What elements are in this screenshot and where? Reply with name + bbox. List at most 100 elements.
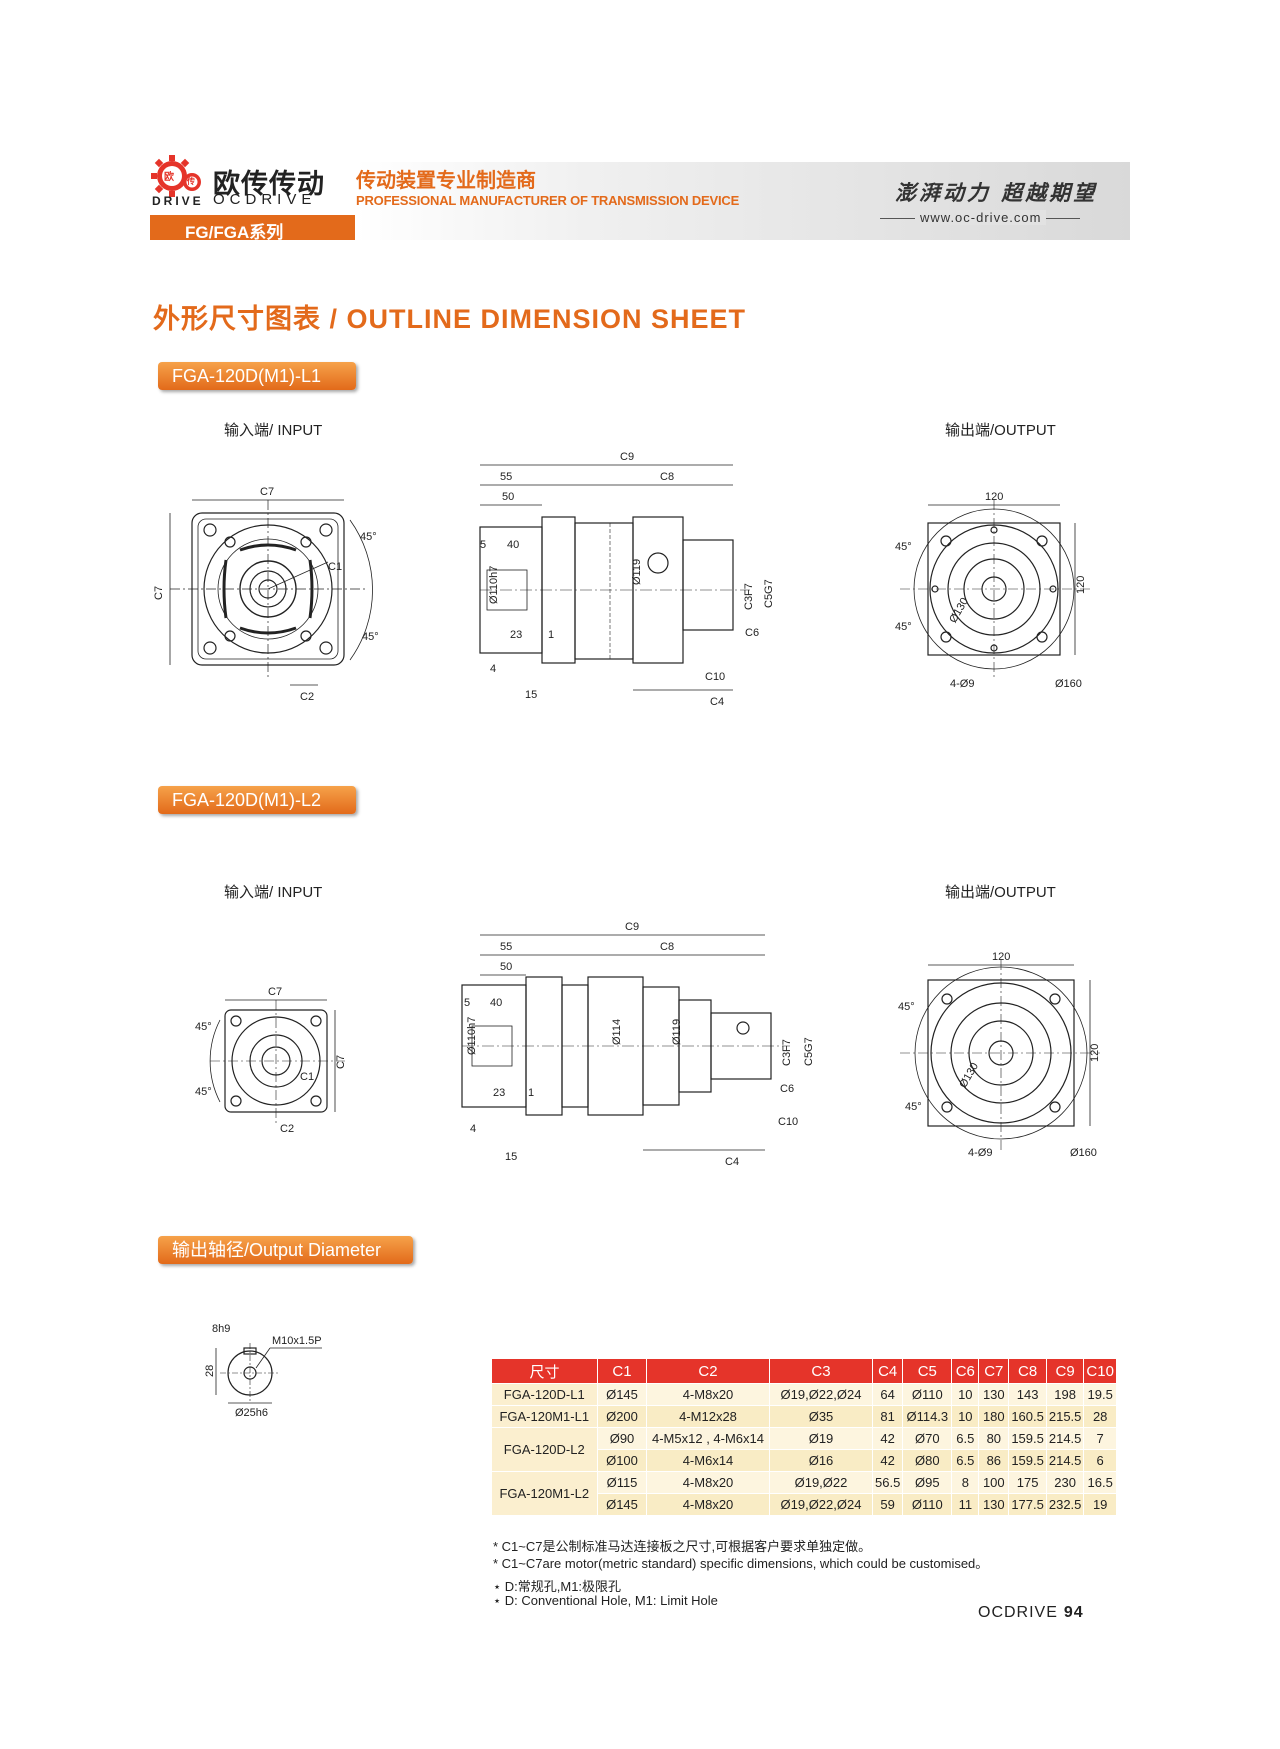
cell: Ø200 [597, 1405, 647, 1428]
cell: Ø90 [597, 1427, 647, 1450]
header-cell: C2 [646, 1358, 770, 1384]
website[interactable]: www.oc-drive.com [915, 210, 1047, 225]
cell: 143 [1008, 1383, 1047, 1406]
l2-output-dims: 120 120 45° 45° Ø130 4-Ø9 Ø160 [898, 951, 1101, 1159]
cell: 16.5 [1083, 1471, 1117, 1494]
l1-drawings: C7 C7 C2 C1 45° 45° C9 55 C8 50 5 40 23 … [153, 451, 1090, 708]
logo-char-1: 欧 [164, 172, 174, 183]
svg-text:C9: C9 [620, 451, 634, 463]
cell: 232.5 [1046, 1493, 1085, 1516]
cell: Ø110 [902, 1383, 953, 1406]
tagline-cn: 传动装置专业制造商 [356, 170, 536, 192]
header-cell: C9 [1045, 1358, 1085, 1384]
cell: Ø145 [597, 1493, 647, 1516]
slogan: 澎湃动力 超越期望 [895, 180, 1098, 205]
svg-text:28: 28 [204, 1365, 216, 1377]
cell: 177.5 [1008, 1493, 1047, 1516]
svg-text:C7: C7 [335, 1055, 347, 1069]
header-cell: C7 [978, 1358, 1010, 1384]
model-cell: FGA-120M1-L2 [491, 1471, 598, 1516]
cell: 7 [1083, 1427, 1117, 1450]
svg-text:C4: C4 [710, 696, 724, 708]
cell: 56.5 [872, 1471, 904, 1494]
cell: Ø110 [902, 1493, 953, 1516]
cell: 4-M6x14 [646, 1449, 770, 1472]
section-l2-label: FGA-120D(M1)-L2 [158, 786, 356, 814]
svg-text:45°: 45° [895, 541, 912, 553]
svg-text:Ø110h7: Ø110h7 [488, 566, 500, 604]
cell: 10 [951, 1405, 980, 1428]
svg-text:Ø160: Ø160 [1070, 1147, 1097, 1159]
svg-text:C10: C10 [705, 671, 725, 683]
cell: 81 [872, 1405, 904, 1428]
svg-text:23: 23 [493, 1087, 505, 1099]
svg-text:5: 5 [480, 539, 486, 551]
cell: 8 [951, 1471, 980, 1494]
cell: Ø35 [769, 1405, 873, 1428]
cell: 6 [1083, 1449, 1117, 1472]
cell: Ø80 [902, 1449, 953, 1472]
svg-text:120: 120 [1075, 576, 1087, 594]
svg-text:40: 40 [507, 539, 519, 551]
page-title: 外形尺寸图表 / OUTLINE DIMENSION SHEET [153, 304, 747, 334]
cell: 230 [1046, 1471, 1085, 1494]
cell: 42 [872, 1449, 904, 1472]
svg-text:45°: 45° [905, 1101, 922, 1113]
tagline-en: PROFESSIONAL MANUFACTURER OF TRANSMISSIO… [356, 193, 740, 208]
svg-text:Ø119: Ø119 [671, 1019, 683, 1045]
cell: 42 [872, 1427, 904, 1450]
svg-text:120: 120 [992, 951, 1010, 963]
model-cell: FGA-120M1-L1 [491, 1405, 598, 1428]
note-3: ⋆ D:常规孔,M1:极限孔 [493, 1579, 622, 1594]
svg-text:1: 1 [548, 629, 554, 641]
l2-side-view [461, 934, 790, 1151]
header-cell: C1 [597, 1358, 647, 1384]
cell: Ø115 [597, 1471, 647, 1494]
cell: Ø16 [769, 1449, 873, 1472]
cell: 86 [978, 1449, 1010, 1472]
svg-text:55: 55 [500, 471, 512, 483]
svg-text:Ø130: Ø130 [947, 596, 971, 625]
svg-text:8h9: 8h9 [212, 1323, 230, 1335]
svg-text:4-Ø9: 4-Ø9 [950, 678, 974, 690]
svg-text:23: 23 [510, 629, 522, 641]
l2-input-label: 输入端/ INPUT [224, 884, 323, 901]
l1-output-label: 输出端/OUTPUT [945, 422, 1056, 439]
cell: 130 [978, 1493, 1010, 1516]
svg-text:C3F7: C3F7 [781, 1039, 793, 1066]
svg-text:C10: C10 [778, 1116, 798, 1128]
svg-text:45°: 45° [898, 1001, 915, 1013]
svg-text:45°: 45° [360, 531, 377, 543]
page-number: 94 [1063, 1604, 1084, 1621]
l2-drawings: C7 C7 C2 C1 45° 45° C9 55 C8 50 5 40 23 … [195, 921, 1101, 1168]
l1-side-view [479, 464, 750, 691]
series-bar [150, 215, 355, 240]
l1-output-face [900, 500, 1090, 680]
spec-table: 尺寸 C1 C2 C3 C4 C5 C6 C7 C8 C9 C10 FGA-12… [491, 1358, 1117, 1516]
l1-input-face [169, 499, 373, 686]
cell: Ø19,Ø22,Ø24 [769, 1383, 873, 1406]
svg-text:C2: C2 [300, 691, 314, 703]
cell: 4-M8x20 [646, 1383, 770, 1406]
svg-text:1: 1 [528, 1087, 534, 1099]
svg-text:Ø110h7: Ø110h7 [466, 1017, 478, 1055]
header-cell: C10 [1083, 1358, 1117, 1384]
cell: Ø145 [597, 1383, 647, 1406]
header-cell: C4 [871, 1358, 904, 1384]
cell: 80 [978, 1427, 1010, 1450]
l1-input-dims: C7 C7 C2 C1 45° 45° [153, 486, 379, 703]
l2-output-face [900, 960, 1100, 1150]
header-band [355, 162, 1130, 240]
svg-text:C5G7: C5G7 [763, 579, 775, 608]
brand-name-en-left: DRIVE [152, 194, 204, 208]
header-cell: C3 [769, 1358, 873, 1384]
svg-text:C7: C7 [260, 486, 274, 498]
svg-text:C8: C8 [660, 941, 674, 953]
cell: Ø70 [902, 1427, 953, 1450]
footer-brand: OCDRIVE [978, 1604, 1058, 1621]
table-header-row: 尺寸 C1 C2 C3 C4 C5 C6 C7 C8 C9 C10 [491, 1358, 1117, 1384]
